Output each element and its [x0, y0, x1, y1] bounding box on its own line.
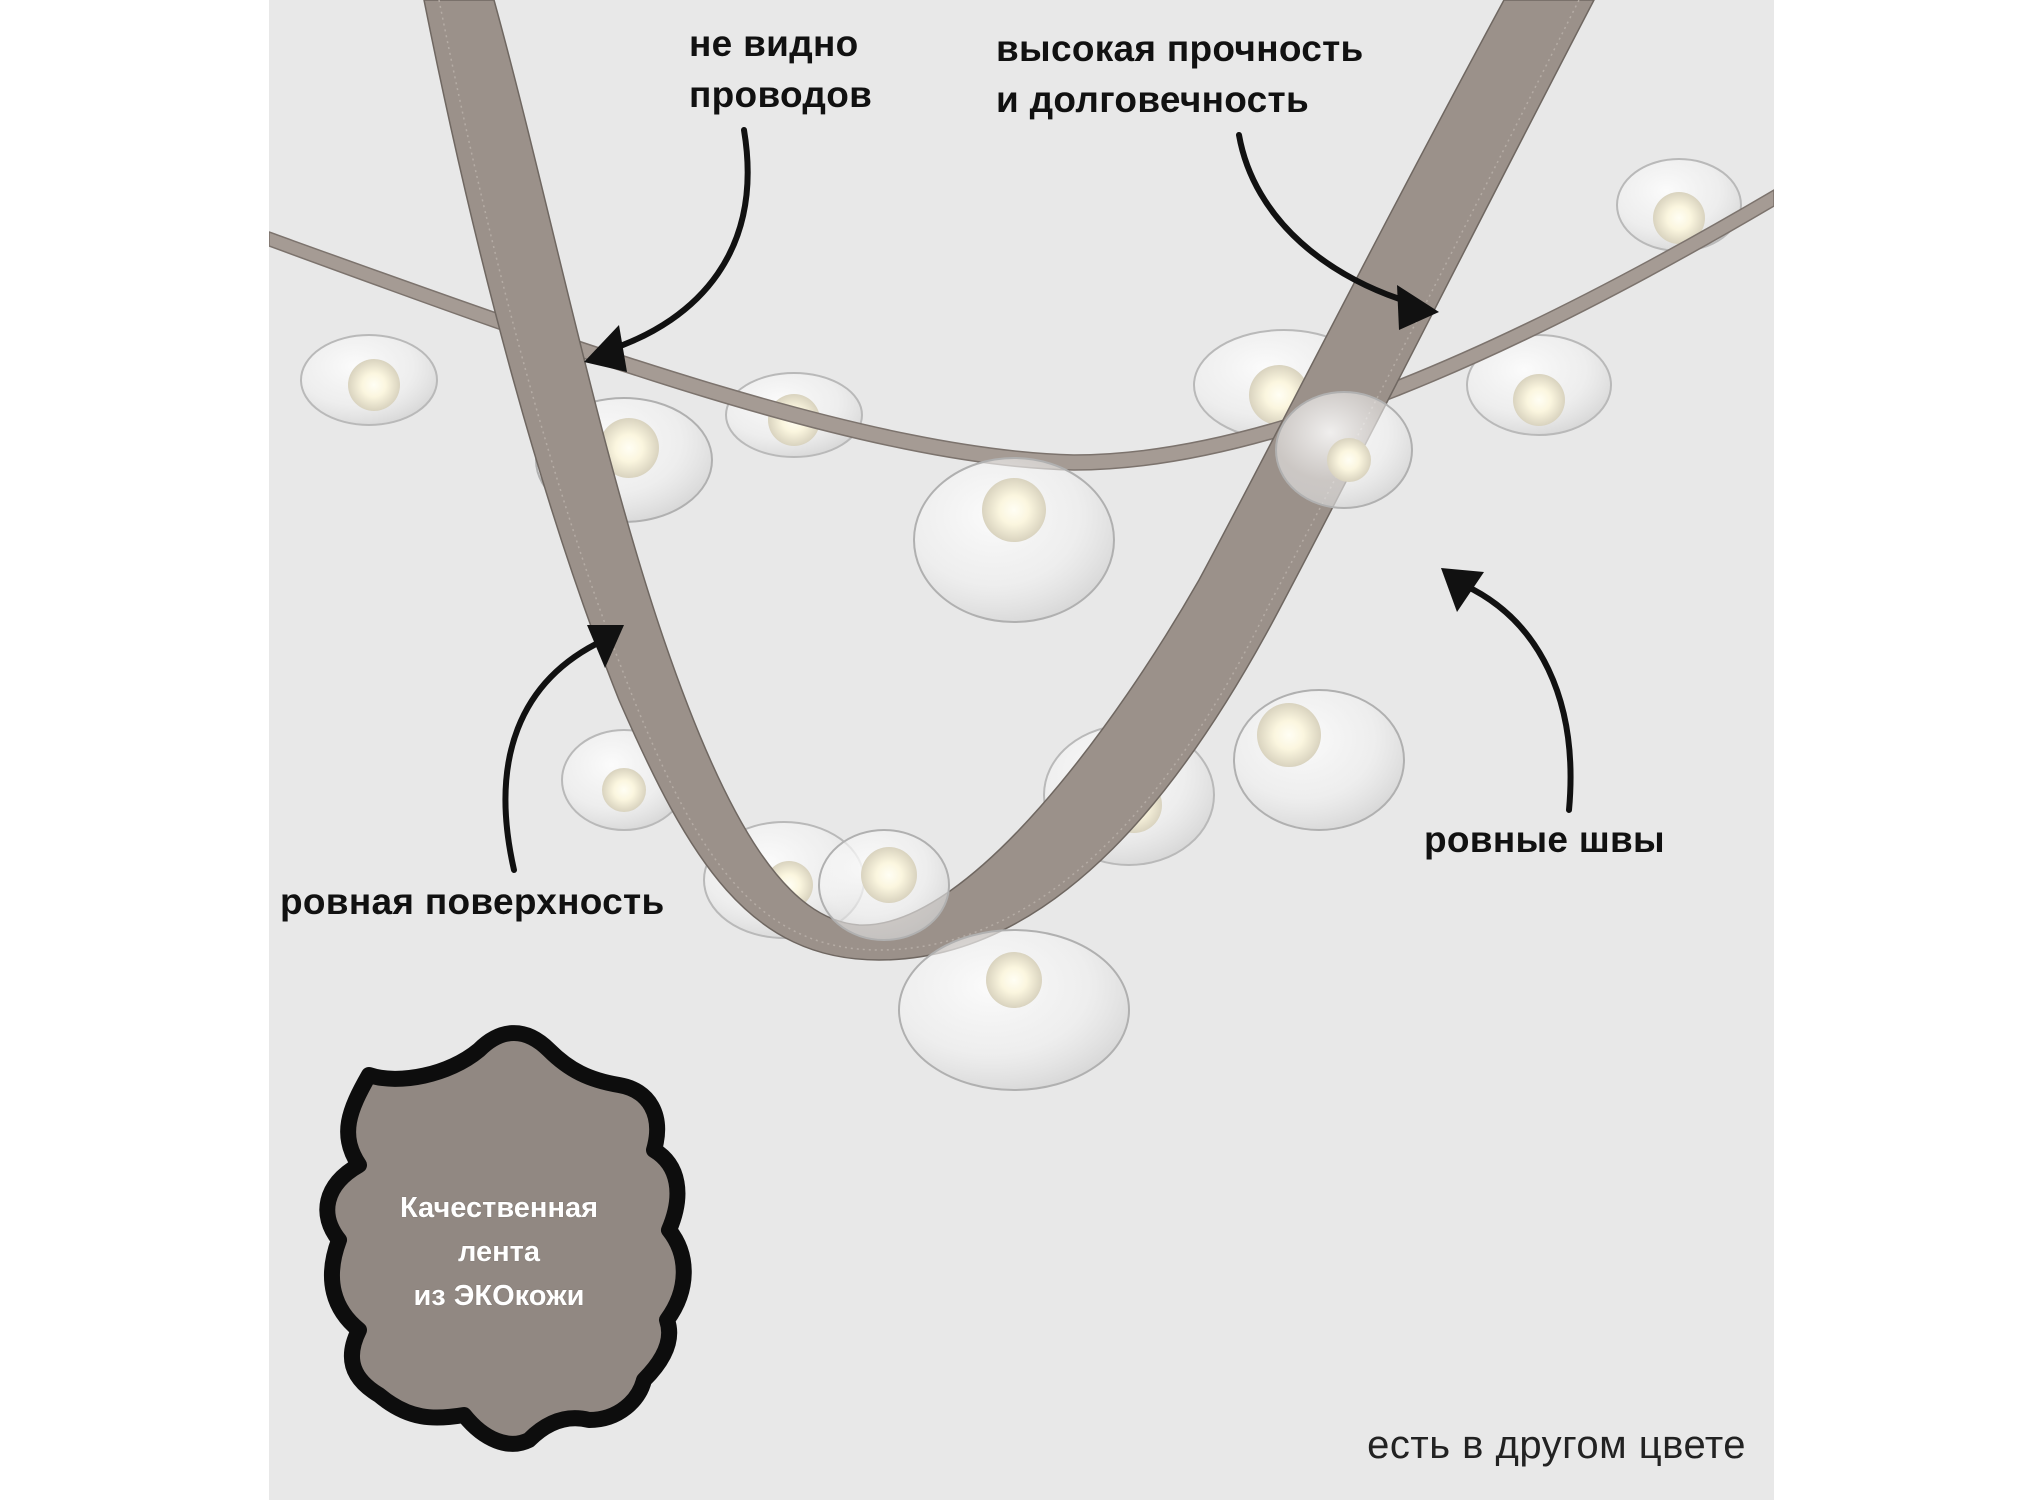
label-line: ровная поверхность	[280, 881, 665, 922]
leather-badge-text: Качественная лента из ЭКОкожи	[364, 1186, 634, 1318]
glass-bulb-icon	[898, 929, 1130, 1091]
arrow-head	[584, 325, 627, 372]
glass-bulb-icon	[1616, 158, 1742, 252]
product-panel: не видно проводов высокая прочность и до…	[269, 0, 1774, 1500]
lamp-illustration	[269, 0, 1774, 1452]
label-line: проводов	[689, 74, 873, 115]
label-line: ровные швы	[1424, 819, 1665, 860]
leather-hide-icon	[319, 1025, 692, 1452]
arrow-icon	[1461, 582, 1574, 813]
horizontal-ribbon	[269, 189, 1774, 471]
badge-line: из ЭКОкожи	[413, 1280, 585, 1312]
label-even-seams: ровные швы	[1424, 814, 1665, 865]
arrow-icon	[502, 637, 607, 873]
glass-bulb-icon	[1275, 391, 1413, 509]
glass-bulb-icon	[1233, 689, 1405, 831]
glass-bulb-icon	[913, 457, 1115, 623]
v-ribbon	[423, 0, 1595, 961]
other-color-note: есть в другом цвете	[1367, 1423, 1746, 1467]
arrow-head	[1397, 285, 1439, 330]
label-no-wires: не видно проводов	[689, 18, 872, 120]
badge-line: лента	[457, 1236, 540, 1268]
glass-bulb-icon	[818, 829, 950, 941]
arrow-icon	[606, 127, 751, 353]
label-line: не видно	[689, 23, 859, 64]
glass-bulb-icon	[1466, 334, 1612, 436]
label-smooth-surface: ровная поверхность	[280, 876, 665, 927]
label-strength: высокая прочность и долговечность	[996, 23, 1364, 125]
arrow-icon	[1236, 132, 1422, 308]
front-bulbs-bottom	[818, 391, 1413, 1091]
badge-line: Качественная	[399, 1192, 599, 1224]
label-line: и долговечность	[996, 79, 1310, 120]
arrow-head	[587, 625, 624, 668]
label-line: высокая прочность	[996, 28, 1364, 69]
glass-bulb-icon	[300, 334, 438, 426]
arrow-head	[1441, 568, 1484, 612]
